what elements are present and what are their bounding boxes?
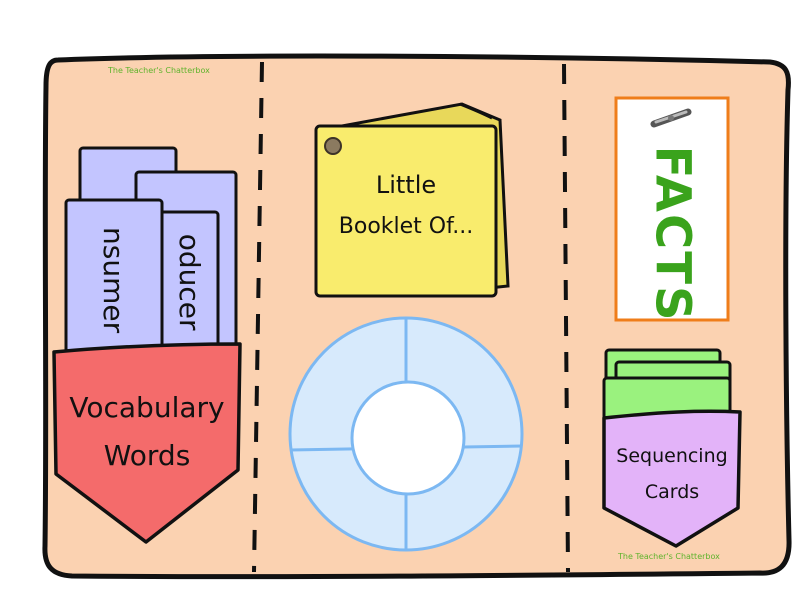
fold-line-left [252, 61, 264, 573]
vocabulary-cards [64, 146, 238, 354]
vocabulary-pocket [52, 342, 242, 544]
vocabulary-pocket-line1: Vocabulary [69, 391, 225, 424]
booklet-pin-icon [324, 137, 342, 155]
watermark-bottom: The Teacher's Chatterbox [618, 552, 720, 561]
sequencing-cards [602, 348, 732, 422]
watermark-top: The Teacher's Chatterbox [108, 66, 210, 75]
facts-tag [614, 96, 730, 322]
paper-clip-icon [650, 108, 692, 128]
vocabulary-pocket-line2: Words [103, 439, 191, 472]
sequencing-pocket-line1: Sequencing [616, 445, 728, 467]
vocab-card-word-consumer: nsumer [97, 227, 131, 334]
fact-wheel [288, 316, 524, 552]
sequencing-pocket [602, 409, 742, 548]
sequencing-pocket-line2: Cards [644, 481, 700, 503]
little-booklet [314, 102, 510, 298]
fact-wheel-center [350, 380, 466, 496]
fold-line-right [562, 63, 570, 573]
facts-label: FACTS [644, 145, 701, 323]
booklet-title-line1: Little [375, 171, 437, 199]
booklet-title-line2: Booklet Of... [338, 214, 474, 239]
vocab-card-word-producer: oducer [173, 233, 207, 331]
